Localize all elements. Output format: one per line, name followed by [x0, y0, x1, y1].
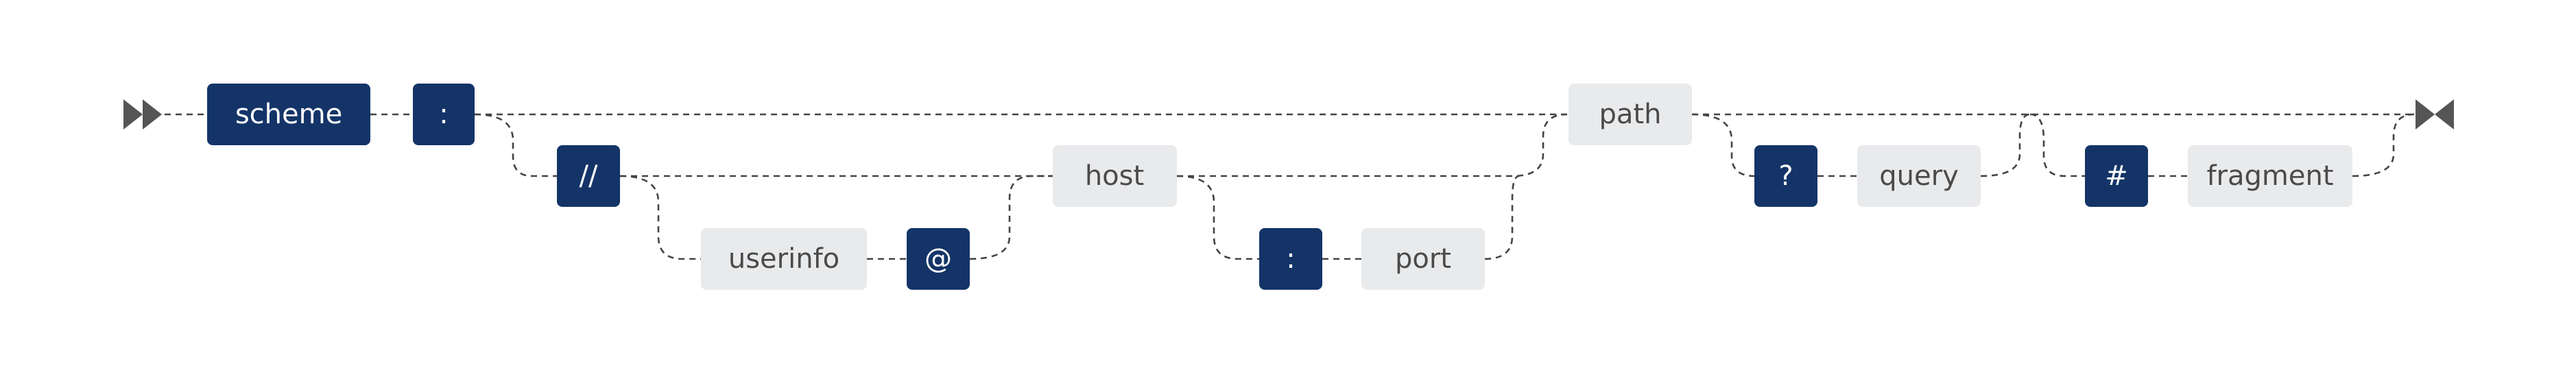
node-userinfo: userinfo: [701, 228, 867, 290]
rails: [165, 113, 2415, 260]
node-host: host: [1053, 145, 1177, 207]
start-marker-icon: [123, 99, 162, 129]
node-colon-scheme: :: [413, 84, 475, 145]
port-branch-rail: [1176, 175, 1520, 260]
node-path-label: path: [1599, 99, 1662, 130]
node-fragment-label: fragment: [2206, 160, 2333, 192]
node-question-mark-label: ?: [1778, 160, 1793, 192]
node-at-label: @: [925, 243, 952, 275]
node-colon-port: :: [1259, 228, 1322, 290]
query-branch-rail: [1691, 113, 2031, 177]
fragment-branch-rail: [2029, 113, 2415, 177]
node-colon-scheme-label: :: [439, 99, 448, 130]
end-marker-icon: [2416, 99, 2454, 129]
node-scheme: scheme: [207, 84, 370, 145]
authority-branch-rail: [474, 113, 1568, 177]
node-fragment: fragment: [2188, 145, 2352, 207]
node-hash: #: [2085, 145, 2148, 207]
node-question-mark: ?: [1754, 145, 1817, 207]
node-at: @: [907, 228, 970, 290]
node-query-label: query: [1879, 160, 1958, 192]
node-host-label: host: [1085, 160, 1144, 192]
node-scheme-label: scheme: [235, 99, 342, 130]
node-double-slash-label: //: [580, 160, 598, 192]
userinfo-branch-rail: [619, 175, 1053, 260]
node-double-slash: //: [557, 145, 620, 207]
node-port: port: [1361, 228, 1485, 290]
node-query: query: [1857, 145, 1981, 207]
node-path: path: [1569, 84, 1692, 145]
node-hash-label: #: [2105, 160, 2128, 192]
node-port-label: port: [1395, 243, 1451, 275]
node-colon-port-label: :: [1286, 243, 1295, 275]
node-userinfo-label: userinfo: [728, 243, 839, 275]
